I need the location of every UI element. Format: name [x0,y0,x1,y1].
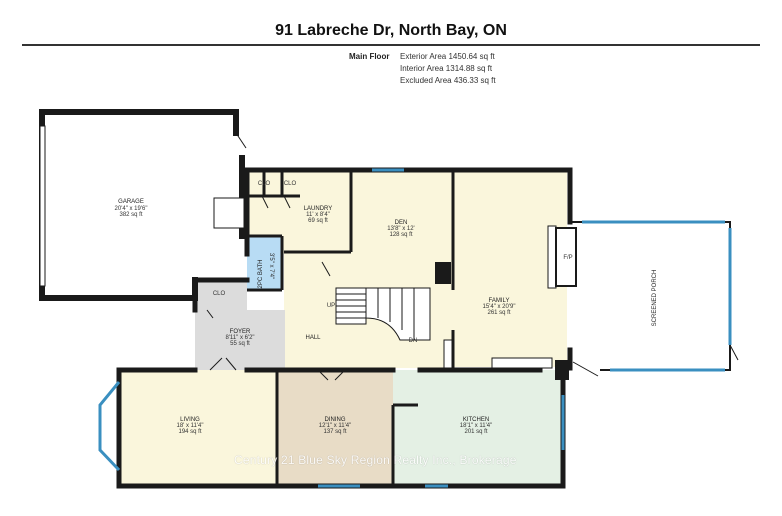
garage-door-opening [39,125,46,287]
garage-door [235,132,247,149]
den-area: 128 sq ft [389,232,412,238]
kitchen-name: KITCHEN [463,417,489,423]
kitchen-area: 201 sq ft [464,429,487,435]
fireplace-label: F/P [563,255,572,261]
dining-name: DINING [325,417,346,423]
foyer-door-left [209,357,223,371]
counter-end [443,339,453,369]
closet-label-1: CLO [258,181,271,187]
closet-fill [197,280,247,310]
family-area: 261 sq ft [487,310,510,316]
kitchen-dims: 18'1" x 11'4" [460,423,492,429]
living-bay-window [98,381,121,472]
dining-dims: 12'1" x 11'4" [319,423,351,429]
doors [206,132,739,381]
foyer-dims: 8'11" x 6'2" [225,335,254,341]
dining-fill [277,370,393,484]
laundry-area: 69 sq ft [308,218,328,224]
bath-name: 2PC BATH [258,260,264,289]
living-name: LIVING [180,417,200,423]
porch-exit-door [729,344,739,361]
garage-walls [39,109,245,301]
laundry-dims: 11' x 8'4" [306,212,330,218]
porch-post [555,360,569,380]
exterior-walls [116,167,573,489]
family-dims: 15'4" x 20'9" [483,304,516,310]
stairs-up-label: UP [327,303,335,309]
garage-name: GARAGE [118,199,144,205]
stairs-down-label: DN [409,338,418,344]
clo3-door [206,309,214,319]
laundry-name: LAUNDRY [304,206,333,212]
den-name: DEN [395,220,408,226]
hall-name: HALL [305,335,321,341]
floor-name: Main Floor [349,52,390,61]
den-dims: 13'8" x 12' [387,226,414,232]
bath-fill [247,236,282,290]
foyer-fill [195,310,285,370]
porch-name: SCREENED PORCH [652,270,658,327]
fireplace-hearth [547,225,557,289]
clo1-door [261,195,269,209]
garage-step [213,197,245,229]
excluded-area: Excluded Area 436.33 sq ft [400,76,496,85]
fireplace [555,227,577,287]
chimney-block [435,262,451,284]
dining-area: 137 sq ft [323,429,346,435]
closet-label-2: CLO [284,181,297,187]
clo2-door [283,195,291,209]
foyer-area: 55 sq ft [230,341,250,347]
staircase [335,287,431,341]
living-dims: 18' x 11'4" [177,423,204,429]
porch-screens [582,220,732,372]
living-fill [119,370,277,484]
page-title: 91 Labreche Dr, North Bay, ON [275,22,507,39]
exterior-area: Exterior Area 1450.64 sq ft [400,52,495,61]
counter-island [491,357,553,369]
interior-area: Interior Area 1314.88 sq ft [400,64,493,73]
garage-area: 382 sq ft [119,212,142,218]
title-divider [22,44,760,46]
porch-door [572,361,599,377]
dining-door-left [317,369,329,381]
interior-walls [247,172,455,486]
foyer-door-right [225,357,237,371]
windows [98,168,565,488]
closet-label-3: CLO [213,291,226,297]
dining-door-right [334,369,346,381]
living-area: 194 sq ft [178,429,201,435]
foyer-name: FOYER [230,329,251,335]
hall-door [321,261,331,277]
bath-dims: 3'5" x 7'4" [268,253,274,279]
brokerage-watermark: Century 21 Blue Sky Region Realty Inc., … [234,453,517,467]
garage-dims: 20'4" x 19'6" [115,206,148,212]
kitchen-fill [393,370,563,484]
screened-porch-walls [570,221,731,371]
family-name: FAMILY [489,298,510,304]
